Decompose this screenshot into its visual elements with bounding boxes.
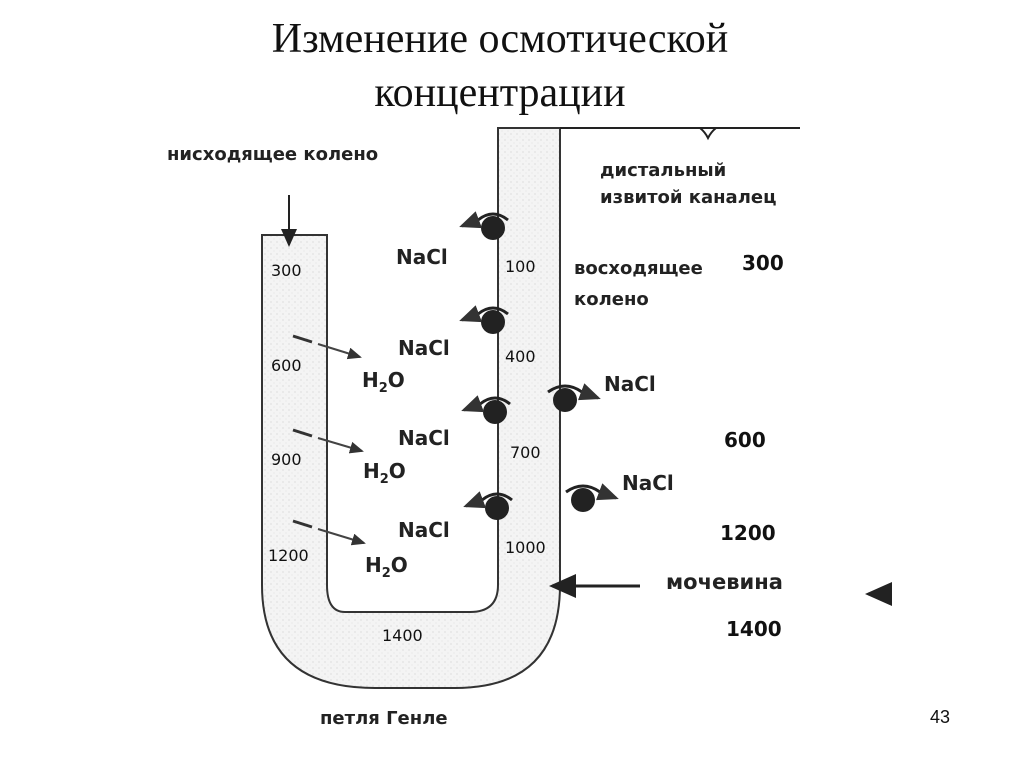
nacl-label: NaCl — [604, 372, 656, 396]
label-ascending-line-2: колено — [574, 289, 649, 310]
interstitial-value: 1200 — [720, 521, 776, 545]
nacl-label: NaCl — [398, 426, 450, 450]
arrow-icon — [317, 343, 362, 360]
descending-value: 300 — [271, 261, 302, 280]
nacl-pump-4: NaCl — [398, 491, 513, 542]
label-distal-line-2: извитой каналец — [600, 187, 776, 208]
label-distal-line-1: дистальный — [600, 160, 726, 181]
water-label: H2O — [362, 368, 405, 396]
interstitial-value: 300 — [742, 251, 784, 275]
label-loop-of-henle: петля Генле — [320, 708, 448, 729]
water-label: H2O — [365, 553, 408, 581]
tubule-wall — [261, 127, 561, 689]
dash-mark — [292, 334, 313, 344]
pump-icon — [481, 216, 505, 240]
descending-value: 600 — [271, 356, 302, 375]
arrow-icon — [317, 528, 366, 546]
nacl-label: NaCl — [398, 518, 450, 542]
nacl-label: NaCl — [398, 336, 450, 360]
pump-icon — [481, 310, 505, 334]
dash-mark — [292, 519, 313, 529]
label-descending-limb: нисходящее колено — [167, 144, 378, 165]
label-urea: мочевина — [666, 570, 783, 594]
nacl-pump-2: NaCl — [398, 305, 509, 360]
title-line-1: Изменение осмотической — [271, 16, 729, 62]
pump-icon — [571, 488, 595, 512]
water-outflow-2: H2O — [292, 428, 406, 487]
dash-mark — [292, 428, 313, 438]
arrow-icon — [317, 437, 364, 454]
nacl-label: NaCl — [622, 471, 674, 495]
interstitial-value: 600 — [724, 428, 766, 452]
label-ascending-line-1: восходящее — [574, 258, 703, 279]
nacl-label: NaCl — [396, 245, 448, 269]
ascending-value: 100 — [505, 257, 536, 276]
water-outflow-3: H2O — [292, 519, 408, 581]
descending-value: 1200 — [268, 546, 309, 565]
ascending-value: 1000 — [505, 538, 546, 557]
descending-value: 900 — [271, 450, 302, 469]
page-title: Изменение осмотической концентрации — [130, 12, 870, 120]
title-line-2: концентрации — [374, 70, 626, 116]
nacl-pump-1: NaCl — [396, 211, 509, 269]
pump-icon — [553, 388, 577, 412]
nacl-pump-out-1: NaCl — [547, 372, 656, 412]
distal-brace-icon — [699, 127, 717, 141]
slide-number: 43 — [930, 707, 951, 727]
nacl-pump-3: NaCl — [398, 395, 511, 450]
water-outflow-1: H2O — [292, 334, 405, 396]
loop-bottom-value: 1400 — [382, 626, 423, 645]
water-label: H2O — [363, 459, 406, 487]
ascending-value: 400 — [505, 347, 536, 366]
pump-icon — [485, 496, 509, 520]
nacl-pump-out-2: NaCl — [565, 471, 674, 512]
ascending-value: 700 — [510, 443, 541, 462]
interstitial-value: 1400 — [726, 617, 782, 641]
pump-icon — [483, 400, 507, 424]
